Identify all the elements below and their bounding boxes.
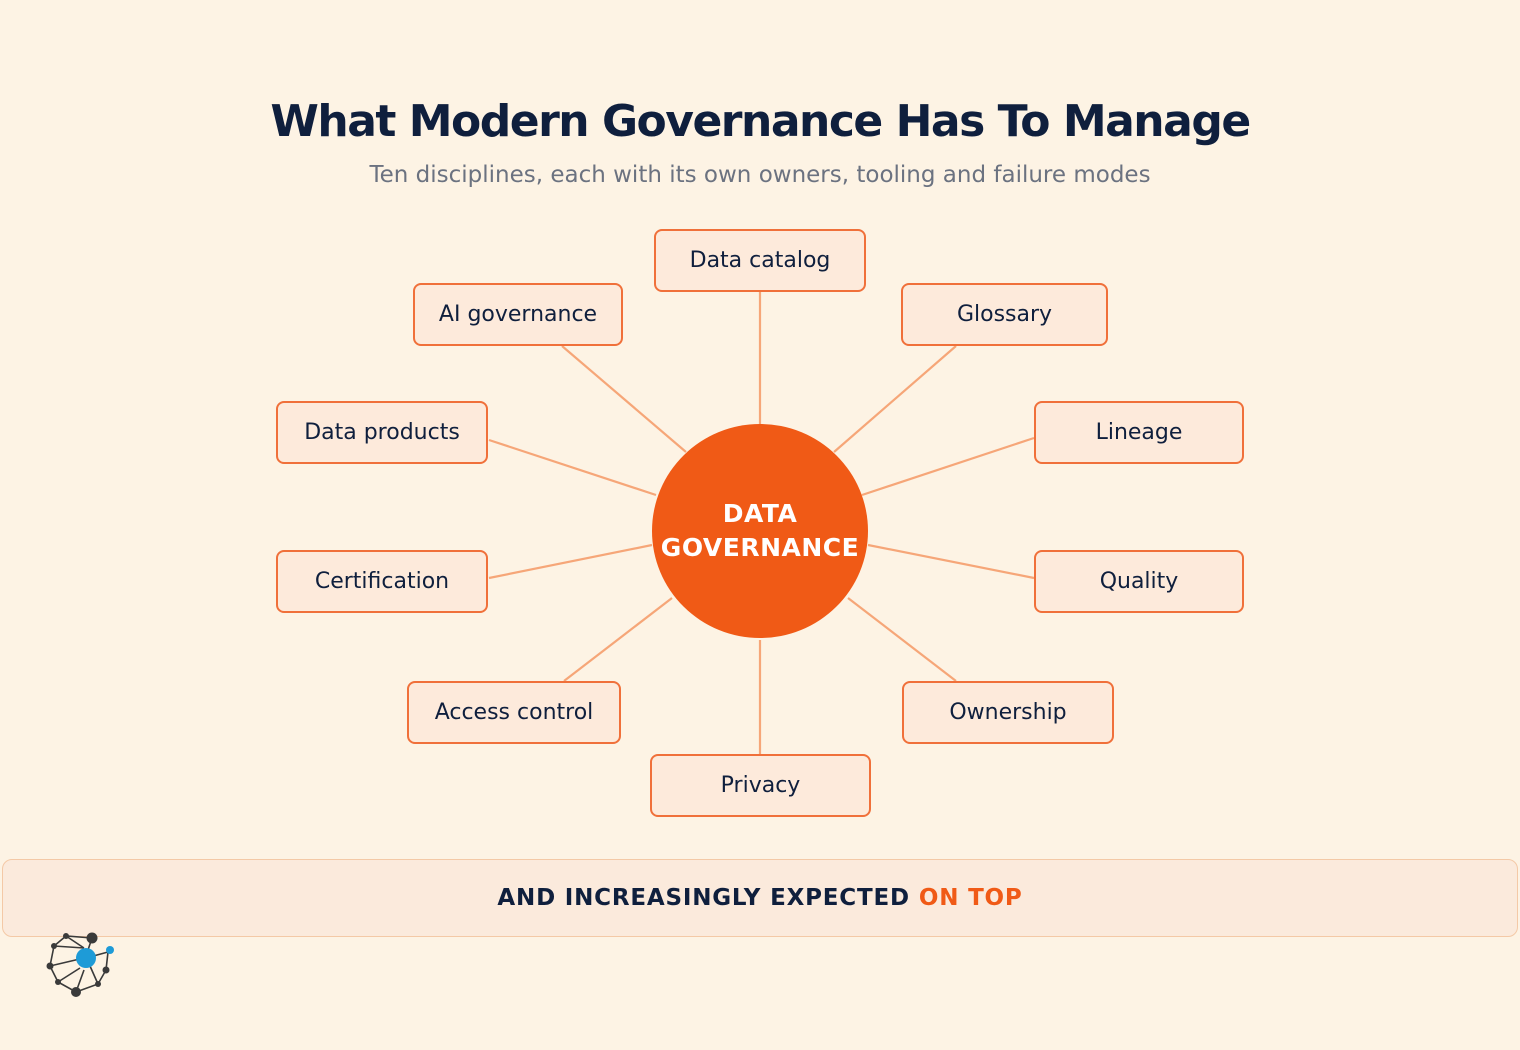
connector-glossary xyxy=(833,345,957,453)
node-glossary[interactable]: Glossary xyxy=(901,283,1108,346)
hub-label-line1: DATA xyxy=(722,499,798,528)
node-certification-label: Certification xyxy=(314,569,450,594)
node-access-control[interactable]: Access control xyxy=(407,681,621,744)
node-lineage[interactable]: Lineage xyxy=(1034,401,1244,464)
connector-access-control xyxy=(563,597,673,682)
connector-ai-governance xyxy=(561,345,687,453)
banner-accent-text: ON TOP xyxy=(918,885,1023,911)
node-quality[interactable]: Quality xyxy=(1034,550,1244,613)
page-title: What Modern Governance Has To Manage xyxy=(270,96,1251,147)
banner-text: AND INCREASINGLY EXPECTED xyxy=(497,885,910,911)
node-privacy[interactable]: Privacy xyxy=(650,754,871,817)
node-ai-governance[interactable]: AI governance xyxy=(413,283,623,346)
node-glossary-label: Glossary xyxy=(956,302,1053,327)
network-logo-icon xyxy=(46,932,114,997)
node-privacy-label: Privacy xyxy=(720,773,801,798)
hub-label-line2: GOVERNANCE xyxy=(660,533,860,562)
connector-certification xyxy=(488,543,653,580)
node-quality-label: Quality xyxy=(1099,569,1179,594)
connector-lineage xyxy=(861,436,1035,497)
hub-data-governance: DATA GOVERNANCE xyxy=(652,424,868,638)
node-access-control-label: Access control xyxy=(434,700,594,725)
connector-quality xyxy=(867,543,1035,580)
page-subtitle: Ten disciplines, each with its own owner… xyxy=(369,162,1151,188)
node-certification[interactable]: Certification xyxy=(276,550,488,613)
node-ai-governance-label: AI governance xyxy=(438,302,598,327)
node-lineage-label: Lineage xyxy=(1095,420,1183,445)
node-data-catalog-label: Data catalog xyxy=(689,248,831,273)
node-data-products[interactable]: Data products xyxy=(276,401,488,464)
node-ownership[interactable]: Ownership xyxy=(902,681,1114,744)
connector-ownership xyxy=(847,597,957,682)
bottom-banner: AND INCREASINGLY EXPECTED ON TOP xyxy=(2,859,1518,937)
node-ownership-label: Ownership xyxy=(949,700,1067,725)
node-data-products-label: Data products xyxy=(304,420,460,445)
connector-data-products xyxy=(488,438,657,497)
node-data-catalog[interactable]: Data catalog xyxy=(654,229,866,292)
